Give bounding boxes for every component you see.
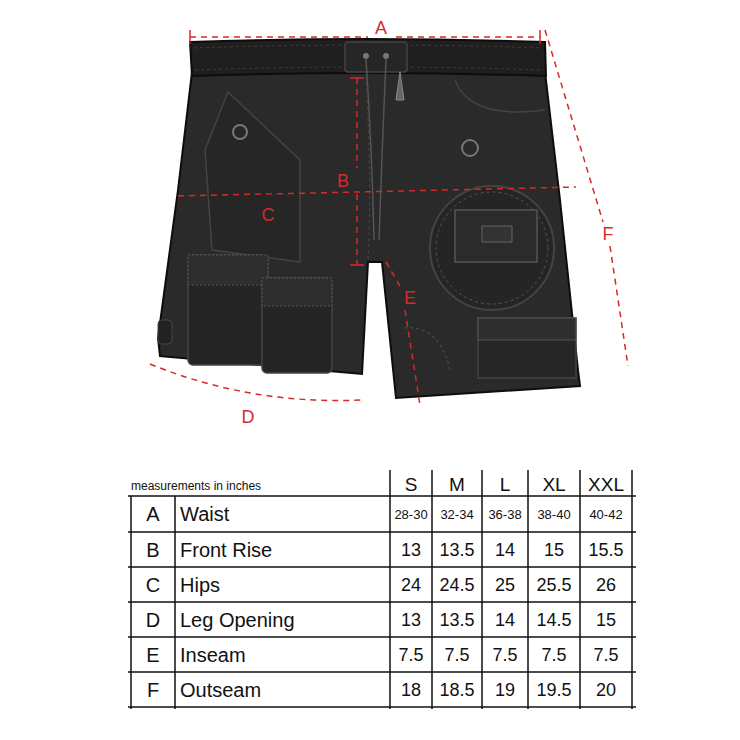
size-header: M: [432, 472, 482, 496]
table-cell: 7.5: [580, 637, 632, 672]
table-cell: 20: [580, 672, 632, 707]
table-cell: 15: [580, 602, 632, 637]
dimension-lines: [150, 30, 628, 405]
measurement-name: Inseam: [180, 637, 387, 672]
table-cell: 7.5: [390, 637, 432, 672]
size-header: S: [390, 472, 432, 496]
table-cell: 24: [390, 567, 432, 602]
table-cell: 7.5: [482, 637, 528, 672]
measurement-name: Outseam: [180, 672, 387, 707]
table-cell: 25: [482, 567, 528, 602]
row-letter: D: [131, 602, 175, 637]
table-grid: [128, 470, 636, 709]
table-cell: 14: [482, 532, 528, 567]
table-cell: 7.5: [528, 637, 580, 672]
table-cell: 13.5: [432, 532, 482, 567]
dimension-letter: E: [398, 286, 422, 310]
size-header: XL: [528, 472, 580, 496]
table-cell: 26: [580, 567, 632, 602]
dimension-letter: F: [596, 222, 620, 246]
size-header: XXL: [580, 472, 632, 496]
table-cell: 13.5: [432, 602, 482, 637]
size-header: L: [482, 472, 528, 496]
table-cell: 14.5: [528, 602, 580, 637]
dimension-letter: C: [256, 203, 280, 227]
table-cell: 19.5: [528, 672, 580, 707]
measurement-name: Front Rise: [180, 532, 387, 567]
table-cell: 25.5: [528, 567, 580, 602]
table-cell: 38-40: [528, 496, 580, 532]
table-cell: 32-34: [432, 496, 482, 532]
row-letter: B: [131, 532, 175, 567]
table-cell: 15.5: [580, 532, 632, 567]
row-letter: E: [131, 637, 175, 672]
table-cell: 18: [390, 672, 432, 707]
dimension-letter: B: [331, 169, 355, 193]
dimension-letter: A: [369, 16, 393, 40]
table-cell: 13: [390, 602, 432, 637]
table-cell: 18.5: [432, 672, 482, 707]
measurement-name: Waist: [180, 496, 387, 532]
measurement-name: Leg Opening: [180, 602, 387, 637]
table-note: measurements in inches: [131, 478, 381, 494]
table-cell: 36-38: [482, 496, 528, 532]
table-cell: 24.5: [432, 567, 482, 602]
row-letter: A: [131, 496, 175, 532]
table-cell: 19: [482, 672, 528, 707]
measurement-name: Hips: [180, 567, 387, 602]
table-cell: 15: [528, 532, 580, 567]
table-cell: 7.5: [432, 637, 482, 672]
waistband: [190, 39, 546, 76]
table-cell: 13: [390, 532, 432, 567]
table-cell: 40-42: [580, 496, 632, 532]
dimension-letter: D: [236, 405, 260, 429]
table-cell: 28-30: [390, 496, 432, 532]
row-letter: C: [131, 567, 175, 602]
table-cell: 14: [482, 602, 528, 637]
row-letter: F: [131, 672, 175, 707]
